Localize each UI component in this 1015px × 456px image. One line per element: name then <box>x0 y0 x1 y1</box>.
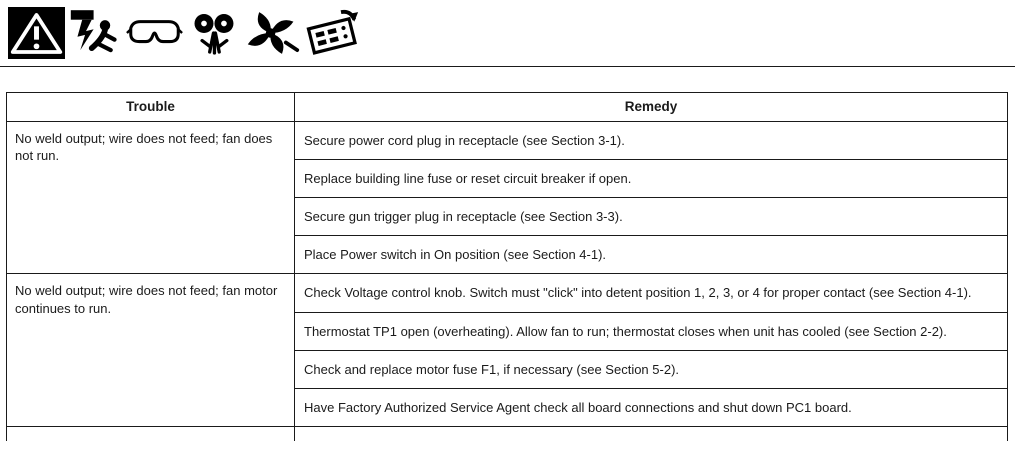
warning-triangle-icon <box>8 7 65 59</box>
remedy-cell: Check Voltage control knob. Switch must … <box>294 273 1008 313</box>
remedy-cell: Secure gun trigger plug in receptacle (s… <box>294 197 1008 237</box>
remedy-cell: Place Power switch in On position (see S… <box>294 235 1008 275</box>
pinch-point-hazard-icon <box>185 7 242 59</box>
trouble-cell: No weld output; wire does not feed; fan … <box>6 120 295 275</box>
table-header-row: Trouble Remedy <box>6 92 1008 122</box>
remedy-cell: Replace building line fuse or reset circ… <box>294 158 1008 199</box>
remedy-cell <box>294 426 1008 441</box>
table-row: Place Power switch in On position (see S… <box>7 235 1008 275</box>
remedy-column-header: Remedy <box>294 92 1008 122</box>
remedy-cell: Check and replace motor fuse F1, if nece… <box>294 349 1008 389</box>
header-divider <box>0 66 1015 67</box>
trouble-table-body: No weld output; wire does not feed; fan … <box>6 120 1008 441</box>
table-row: No weld output; wire does not feed; fan … <box>6 273 1008 428</box>
table-row: Check and replace motor fuse F1, if nece… <box>7 349 1008 389</box>
table-row-partial <box>6 426 1008 441</box>
table-row: Replace building line fuse or reset circ… <box>7 158 1008 199</box>
safety-glasses-icon <box>126 7 183 59</box>
remedy-cell: Secure power cord plug in receptacle (se… <box>294 120 1008 160</box>
remedy-cell: Thermostat TP1 open (overheating). Allow… <box>294 311 1008 351</box>
safety-icon-strip <box>8 7 360 59</box>
trouble-cell <box>6 426 295 441</box>
circuit-board-hazard-icon <box>303 7 360 59</box>
electric-shock-hazard-icon <box>67 7 124 59</box>
moving-parts-fan-hazard-icon <box>244 7 301 59</box>
remedy-cell: Have Factory Authorized Service Agent ch… <box>294 387 1008 428</box>
table-row: No weld output; wire does not feed; fan … <box>6 120 1008 275</box>
trouble-cell: No weld output; wire does not feed; fan … <box>6 273 295 428</box>
table-row: Have Factory Authorized Service Agent ch… <box>7 387 1008 428</box>
troubleshooting-table: Trouble Remedy No weld output; wire does… <box>6 92 1008 441</box>
table-row: Thermostat TP1 open (overheating). Allow… <box>7 311 1008 351</box>
trouble-column-header: Trouble <box>6 92 295 122</box>
